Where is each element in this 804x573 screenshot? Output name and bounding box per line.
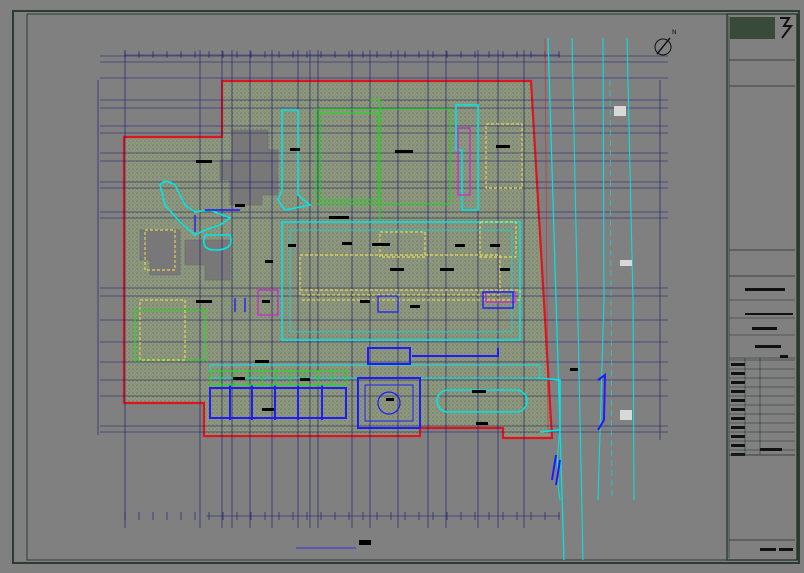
annotation-label [342,242,352,245]
parking-structures [194,209,561,486]
annotation-labels [196,145,578,425]
annotation-label [410,305,420,308]
annotation-label [476,422,488,425]
annotation-label [262,408,274,411]
annotation-label [472,390,486,393]
annotation-label [440,268,454,271]
title-block-field [731,453,745,456]
title-block-field [731,372,745,375]
title-block-field [731,381,745,384]
title-block [726,13,798,561]
annotation-label [500,268,510,271]
annotation-label [570,368,578,371]
annotation-label [288,244,296,247]
drawing-caption [296,540,371,549]
road-strip [544,37,635,561]
annotation-label [329,216,349,219]
north-label: N [672,29,677,36]
inner-frame [26,13,799,561]
title-block-field [731,426,745,429]
annotation-label [496,145,510,148]
yellow-dashed-zones [139,123,523,361]
annotation-label [262,300,270,303]
annotation-label [386,398,394,401]
title-block-field [731,435,745,438]
annotation-label [255,360,269,363]
title-block-field [731,444,745,447]
annotation-label [196,300,212,303]
title-block-field [731,408,745,411]
title-block-field [731,363,745,366]
annotation-label [395,150,413,153]
annotation-label [372,243,390,246]
annotation-label [290,148,300,151]
annotation-label [233,377,245,380]
annotation-label [235,204,245,207]
annotation-label [265,260,273,263]
outer-frame [12,10,800,564]
company-logo [730,17,775,39]
annotation-label [490,244,500,247]
annotation-label [455,244,465,247]
annotation-label [390,268,404,271]
title-block-field [731,399,745,402]
building-footprints [139,129,279,281]
company-logo-mark [780,17,793,39]
annotation-label [300,378,310,381]
title-block-field [731,390,745,393]
annotation-label [360,300,370,303]
road-labels [614,106,632,420]
north-arrow: N [654,29,677,56]
title-block-field [731,417,745,420]
annotation-label [196,160,212,163]
